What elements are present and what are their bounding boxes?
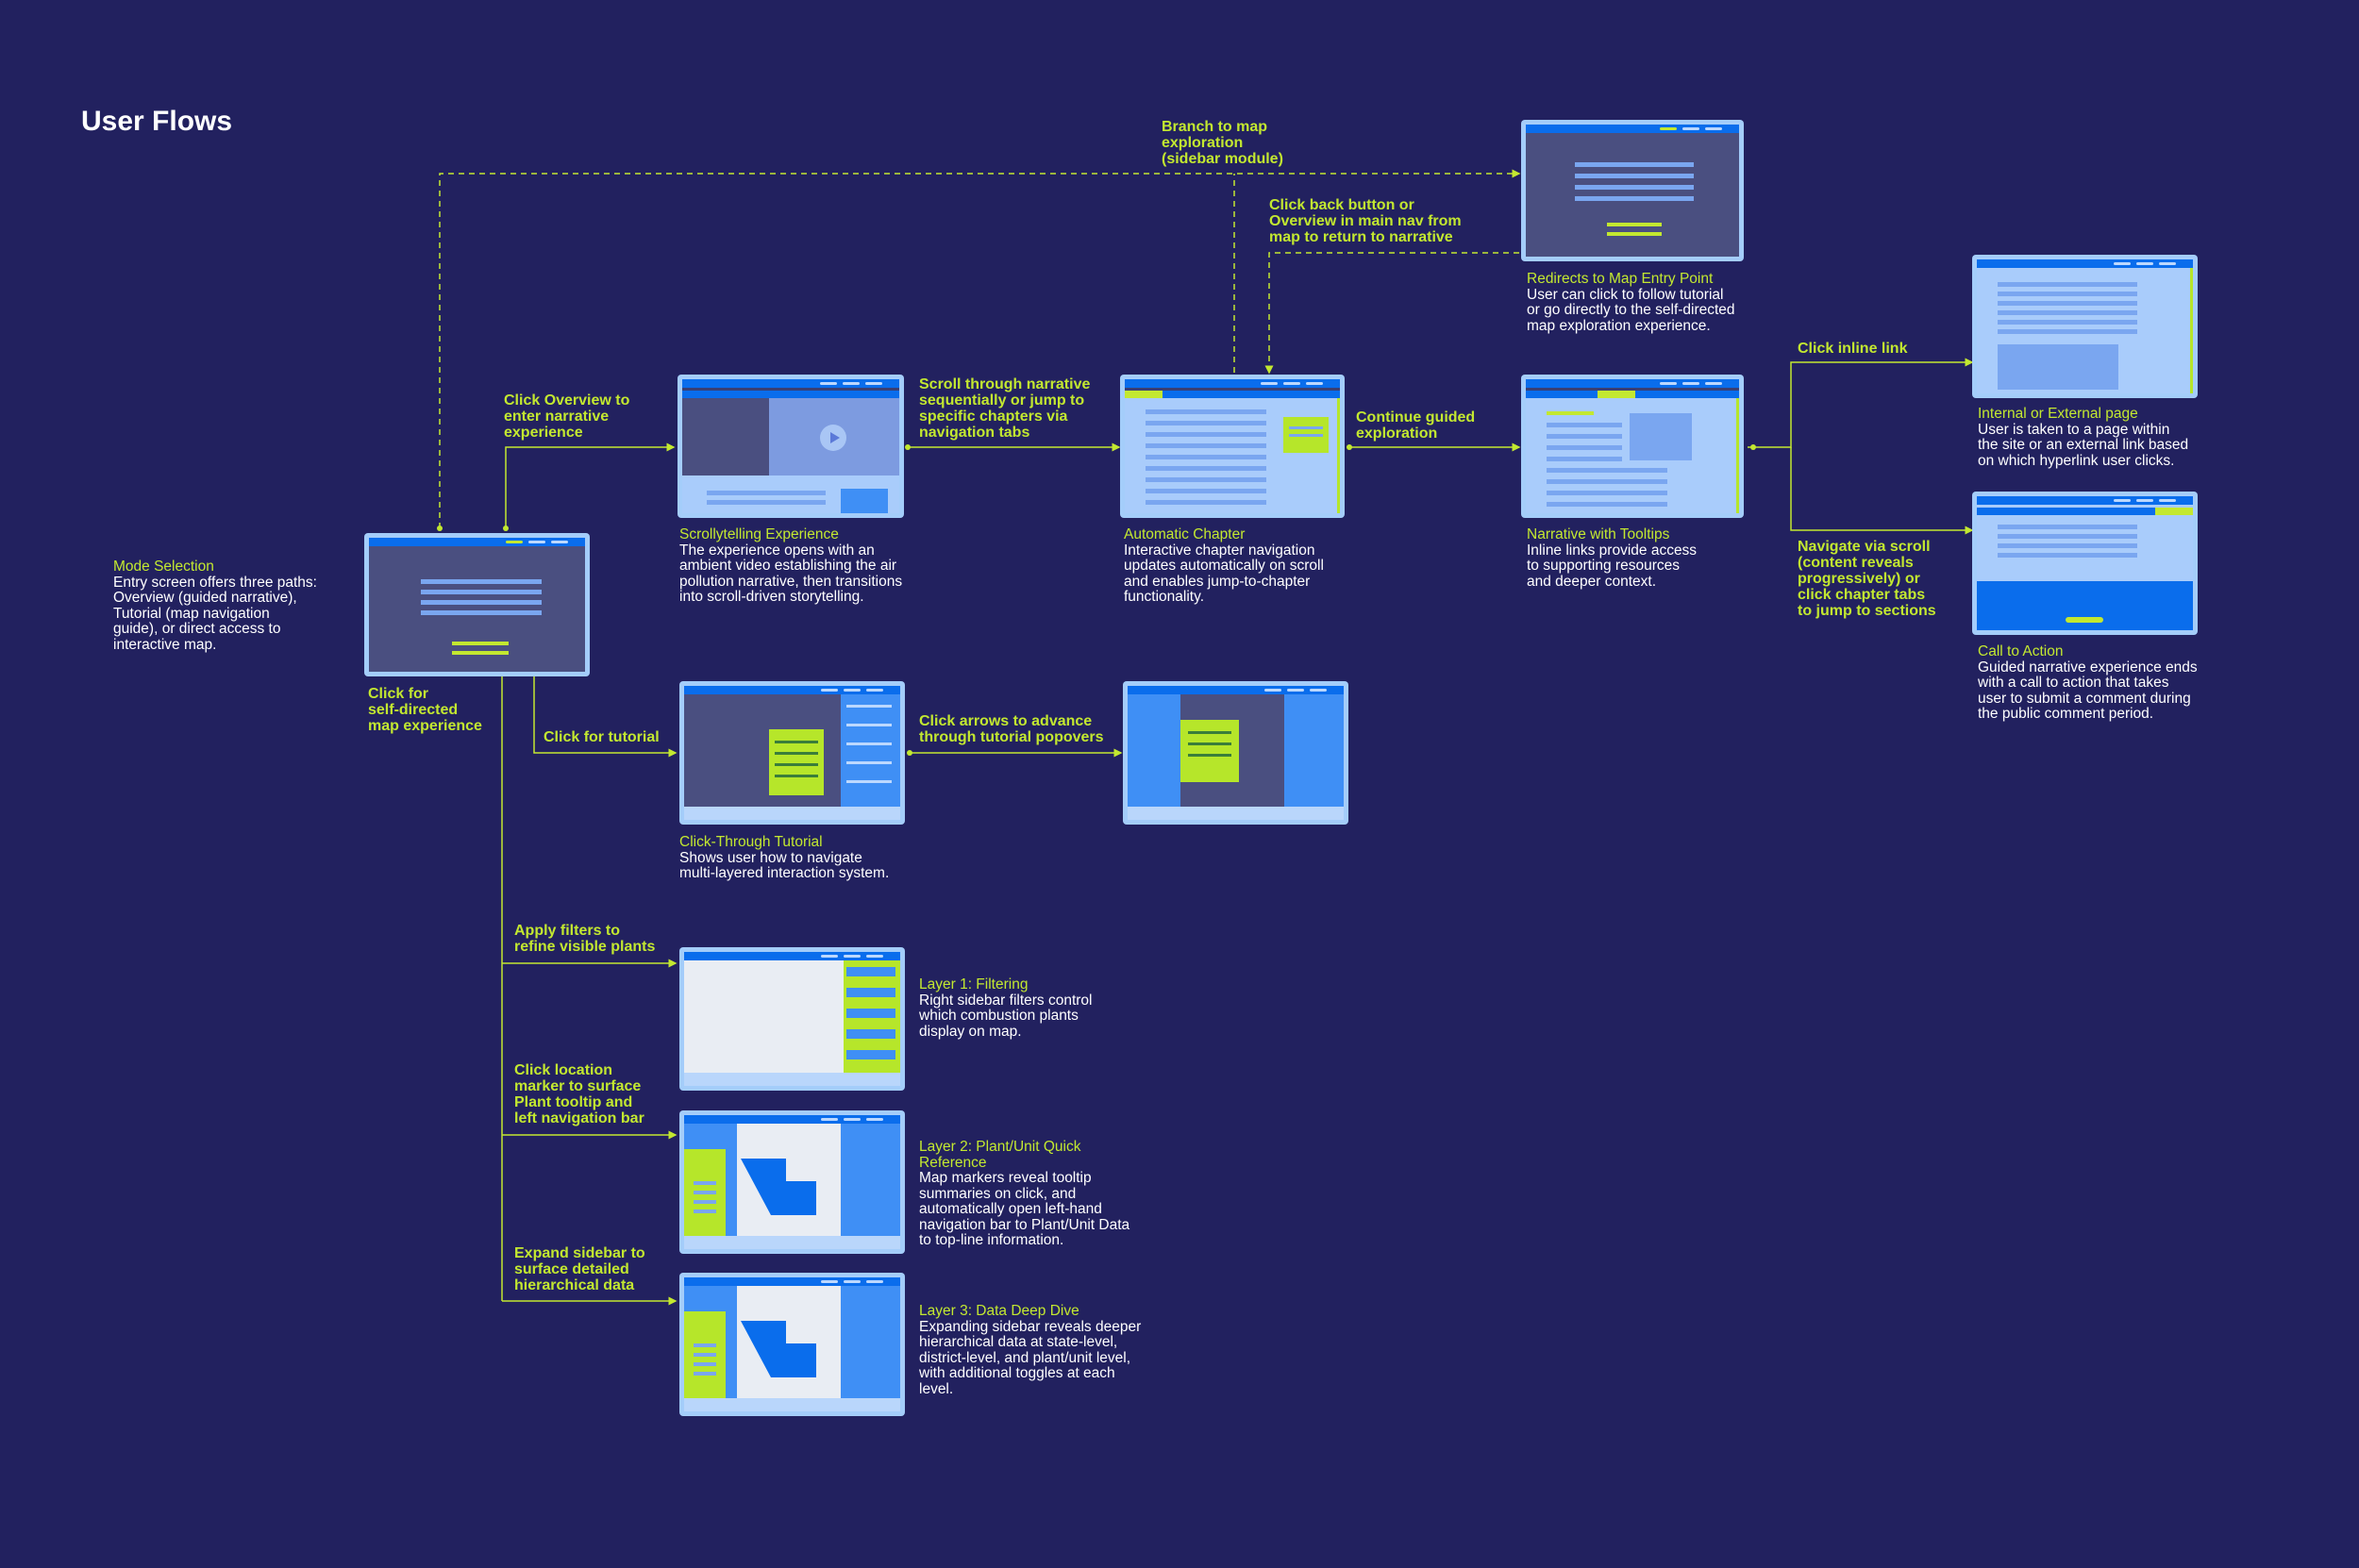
label-click-location: Click location marker to surface Plant t… <box>514 1062 644 1126</box>
label-back-button: Click back button or Overview in main na… <box>1269 197 1462 245</box>
node-body: The experience opens with an ambient vid… <box>679 542 903 605</box>
label-continue-guided: Continue guided exploration <box>1356 409 1476 442</box>
connector-overview <box>505 442 676 528</box>
node-title: Layer 2: Plant/Unit Quick Reference <box>919 1139 1081 1171</box>
node-click-through: Click-Through Tutorial Shows user how to… <box>679 834 890 882</box>
internal-external-screen[interactable] <box>1972 255 2198 398</box>
tutorial-popover-screen[interactable] <box>1123 681 1348 825</box>
connector-return-narrative <box>1264 252 1519 375</box>
connector-tutorial <box>533 644 678 758</box>
label-click-tutorial: Click for tutorial <box>544 729 660 745</box>
image-placeholder-icon <box>1630 413 1692 460</box>
node-title: Scrollytelling Experience <box>679 526 839 542</box>
node-body: Shows user how to navigate multi-layered… <box>679 849 890 881</box>
node-narrative-tooltips: Narrative with Tooltips Inline links pro… <box>1527 526 1698 590</box>
connector-navigate <box>1790 447 1974 535</box>
label-branch-map: Branch to map exploration (sidebar modul… <box>1162 119 1283 167</box>
label-navigate-scroll: Navigate via scroll (content reveals pro… <box>1798 539 1936 619</box>
node-title: Narrative with Tooltips <box>1527 526 1670 542</box>
label-apply-filters: Apply filters to refine visible plants <box>514 923 656 955</box>
mode-selection-screen[interactable] <box>364 533 590 676</box>
node-title: Click-Through Tutorial <box>679 834 823 850</box>
node-title: Internal or External page <box>1978 406 2138 422</box>
layer1-filtering-screen[interactable] <box>679 947 905 1091</box>
node-scrollytelling: Scrollytelling Experience The experience… <box>679 526 903 606</box>
node-body: Map markers reveal tooltip summaries on … <box>919 1170 1130 1248</box>
node-body: Right sidebar filters control which comb… <box>919 992 1093 1040</box>
automatic-chapter-screen[interactable] <box>1120 375 1345 518</box>
label-click-inline: Click inline link <box>1798 341 1908 357</box>
node-body: User can click to follow tutorial or go … <box>1527 286 1735 334</box>
node-body: Guided narrative experience ends with a … <box>1978 659 2198 722</box>
node-body: Entry screen offers three paths: Overvie… <box>113 574 317 653</box>
node-body: Inline links provide access to supportin… <box>1527 542 1698 590</box>
node-redirects-map: Redirects to Map Entry Point User can cl… <box>1527 271 1735 334</box>
node-body: Expanding sidebar reveals deeper hierarc… <box>919 1318 1142 1397</box>
label-scroll-through: Scroll through narrative sequentially or… <box>919 376 1091 441</box>
label-click-arrows: Click arrows to advance through tutorial… <box>919 713 1104 745</box>
node-body: Interactive chapter navigation updates a… <box>1124 542 1324 605</box>
node-title: Automatic Chapter <box>1124 526 1246 542</box>
narrative-tooltips-screen[interactable] <box>1521 375 1744 518</box>
click-through-tutorial-screen[interactable] <box>679 681 905 825</box>
node-title: Redirects to Map Entry Point <box>1527 271 1714 287</box>
node-layer2: Layer 2: Plant/Unit Quick Reference Map … <box>919 1139 1130 1249</box>
node-body: User is taken to a page within the site … <box>1978 421 2189 469</box>
call-to-action-screen[interactable] <box>1972 492 2198 635</box>
node-call-to-action: Call to Action Guided narrative experien… <box>1978 643 2198 723</box>
node-mode-selection: Mode Selection Entry screen offers three… <box>113 559 317 653</box>
node-title: Layer 3: Data Deep Dive <box>919 1303 1079 1319</box>
connector-branch-map <box>439 169 1521 528</box>
connector-split <box>1748 358 1974 448</box>
label-click-overview: Click Overview to enter narrative experi… <box>504 392 630 441</box>
label-expand-sidebar: Expand sidebar to surface detailed hiera… <box>514 1245 645 1293</box>
node-internal-external: Internal or External page User is taken … <box>1978 406 2189 469</box>
redirects-map-screen[interactable] <box>1521 120 1744 261</box>
node-title: Mode Selection <box>113 559 214 575</box>
node-title: Layer 1: Filtering <box>919 976 1029 993</box>
label-self-directed: Click for self-directed map experience <box>368 686 482 734</box>
layer3-deep-dive-screen[interactable] <box>679 1273 905 1416</box>
node-layer1: Layer 1: Filtering Right sidebar filters… <box>919 976 1093 1040</box>
node-title: Call to Action <box>1978 643 2064 659</box>
page-title: User Flows <box>81 106 233 137</box>
scrollytelling-screen[interactable] <box>678 375 904 518</box>
layer2-quick-reference-screen[interactable] <box>679 1110 905 1254</box>
node-automatic-chapter: Automatic Chapter Interactive chapter na… <box>1124 526 1324 606</box>
node-layer3: Layer 3: Data Deep Dive Expanding sideba… <box>919 1303 1142 1397</box>
